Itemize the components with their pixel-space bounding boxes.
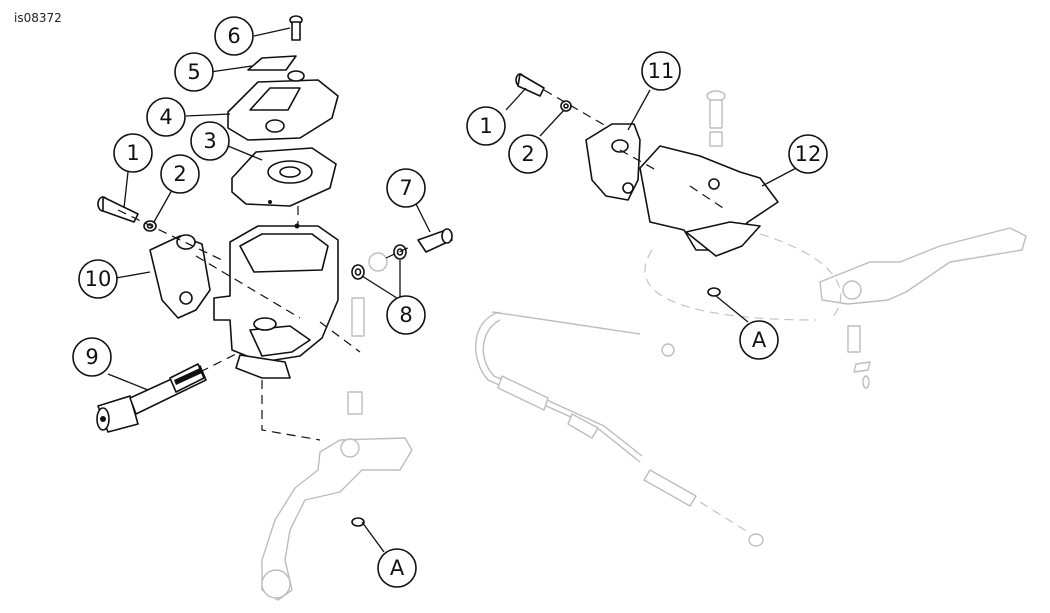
clutch-bracket <box>639 145 779 257</box>
callout-3: 3 <box>190 121 230 161</box>
svg-text:7: 7 <box>399 176 412 200</box>
cover-screw <box>289 15 303 41</box>
svg-text:5: 5 <box>187 60 200 84</box>
callout-2-left: 2 <box>160 154 200 194</box>
reservoir-cover <box>227 70 339 141</box>
svg-text:2: 2 <box>521 142 534 166</box>
clutch-pin-ghost <box>706 90 726 147</box>
clutch-cable-ghost <box>475 233 842 547</box>
svg-text:2: 2 <box>173 162 186 186</box>
leader-lines <box>107 27 801 553</box>
callout-8: 8 <box>386 295 426 335</box>
circlip-right <box>707 287 721 297</box>
reservoir-diaphragm <box>231 147 337 207</box>
callout-10: 10 <box>78 259 118 299</box>
figure-code: is08372 <box>14 11 62 25</box>
svg-text:3: 3 <box>203 129 216 153</box>
callout-11: 11 <box>641 51 681 91</box>
svg-text:A: A <box>390 556 405 580</box>
brake-line-fitting-ghost <box>347 252 388 415</box>
handlebar-clamp-left <box>149 234 211 319</box>
callout-12: 12 <box>788 134 828 174</box>
callout-4: 4 <box>146 97 186 137</box>
callout-a-left: A <box>377 548 417 588</box>
right-dashed-lines <box>543 89 727 211</box>
callout-2-right: 2 <box>508 134 548 174</box>
svg-text:A: A <box>752 328 767 352</box>
callout-6: 6 <box>214 16 254 56</box>
washer-right <box>560 100 572 112</box>
svg-text:12: 12 <box>795 142 822 166</box>
callout-1-left: 1 <box>113 133 153 173</box>
svg-text:9: 9 <box>85 345 98 369</box>
handlebar-clamp-right <box>585 123 641 201</box>
left-dashed-lines <box>117 206 413 441</box>
piston-assembly <box>96 363 207 433</box>
svg-text:4: 4 <box>159 105 172 129</box>
callout-1-right: 1 <box>466 106 506 146</box>
master-cylinder-body <box>213 223 339 379</box>
svg-text:1: 1 <box>479 114 492 138</box>
clamp-bolt-left <box>97 196 139 223</box>
svg-text:10: 10 <box>85 267 112 291</box>
svg-text:11: 11 <box>648 59 675 83</box>
callout-7: 7 <box>386 168 426 208</box>
banjo-bolt <box>417 228 453 253</box>
svg-text:6: 6 <box>227 24 240 48</box>
brake-lever-ghost <box>261 437 413 601</box>
sight-glass <box>247 55 297 71</box>
callout-9: 9 <box>72 337 112 377</box>
svg-text:1: 1 <box>126 141 139 165</box>
circlip-left <box>351 517 365 527</box>
clamp-bolt-right <box>515 73 545 97</box>
callout-a-right: A <box>739 320 779 360</box>
clutch-lever-ghost <box>819 227 1027 389</box>
callout-5: 5 <box>174 52 214 92</box>
svg-text:8: 8 <box>399 303 412 327</box>
